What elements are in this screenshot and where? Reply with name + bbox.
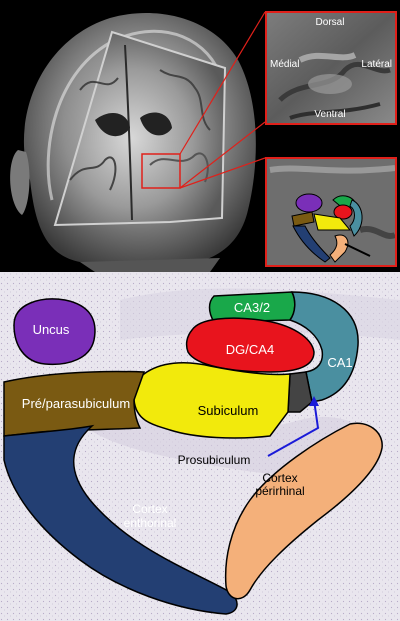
region-dgca4 — [185, 317, 315, 373]
seg-cortex-entorhinal — [292, 225, 331, 263]
seg-preparasubiculum — [291, 211, 315, 227]
label-cortex-peri-2: périrhinal — [255, 484, 304, 498]
connector-line-bottom — [179, 157, 266, 189]
label-subiculum: Subiculum — [198, 403, 259, 418]
seg-cortex-perirhinal — [329, 234, 349, 263]
label-cortex-ento-1: Cortex — [132, 502, 167, 516]
seg-dgca4 — [333, 204, 353, 220]
label-cortex-ento-2: enthorinal — [124, 516, 177, 530]
prosubiculum-arrowhead — [309, 396, 319, 406]
label-uncus: Uncus — [33, 322, 70, 337]
prosubiculum-arrow — [267, 399, 320, 457]
mri-head-image — [10, 13, 256, 272]
label-ca1: CA1 — [327, 355, 352, 370]
label-medial: Médial — [270, 59, 299, 70]
histology-diagram: Uncus CA3/2 CA1 DG/CA4 Subiculum Pré/par… — [0, 272, 400, 621]
label-cortex-peri-1: Cortex — [262, 471, 297, 485]
label-prosubiculum: Prosubiculum — [178, 453, 251, 467]
seg-subiculum — [313, 213, 352, 231]
connector-line-top — [179, 11, 266, 155]
label-ca32: CA3/2 — [234, 300, 270, 315]
connector-line-mid — [179, 121, 266, 189]
inset-mri-raw: Dorsal Médial Latéral Ventral — [265, 11, 397, 125]
inset-mri-segmented — [265, 157, 397, 267]
label-dorsal: Dorsal — [316, 17, 345, 28]
label-lateral: Latéral — [361, 59, 392, 70]
seg-uncus — [295, 193, 323, 213]
region-cortex-perirhinal — [224, 422, 383, 600]
label-ventral: Ventral — [314, 109, 345, 120]
seg-ca1 — [349, 199, 363, 237]
region-of-interest-box — [141, 153, 181, 189]
label-preparasubiculum: Pré/parasubiculum — [22, 396, 130, 411]
label-dgca4: DG/CA4 — [226, 342, 274, 357]
region-uncus — [13, 298, 96, 366]
